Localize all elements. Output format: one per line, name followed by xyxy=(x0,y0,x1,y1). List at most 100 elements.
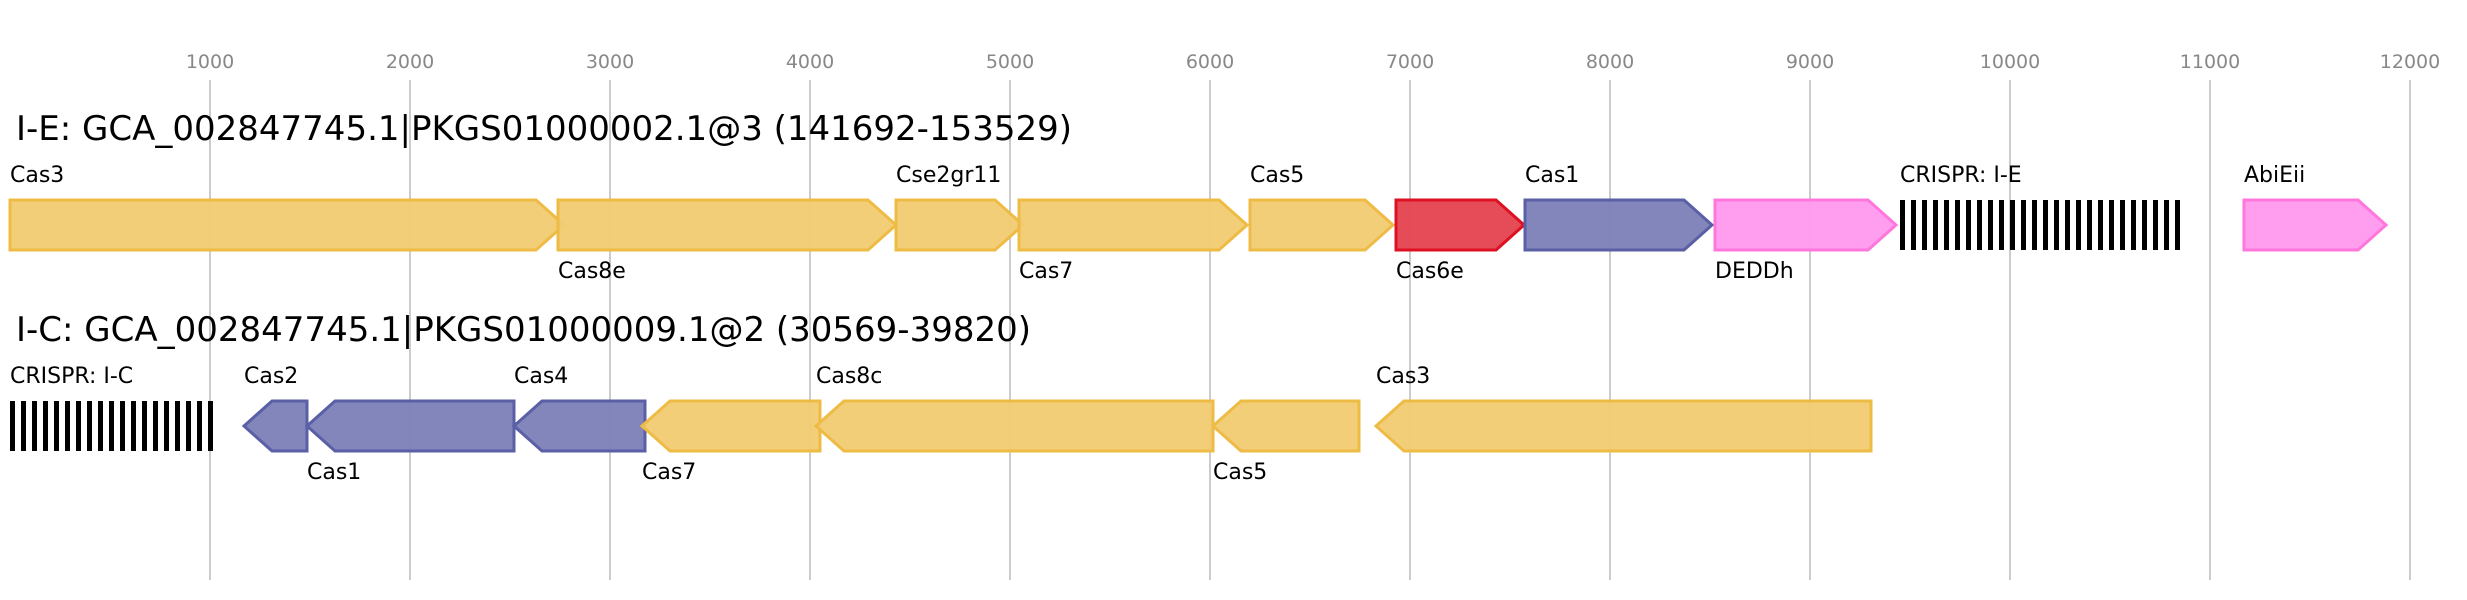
gene-label: Cas5 xyxy=(1213,460,1267,485)
crispr-repeat xyxy=(153,401,158,451)
crispr-repeat xyxy=(1922,200,1927,250)
crispr-repeat xyxy=(65,401,70,451)
crispr-repeat xyxy=(1977,200,1982,250)
gene-label: Cas3 xyxy=(10,163,64,188)
tick-label: 6000 xyxy=(1186,51,1234,73)
gene-label: Cas1 xyxy=(307,460,361,485)
gene-cas7[interactable]: Cas7 xyxy=(639,399,822,485)
gene-arrow[interactable] xyxy=(813,399,1215,453)
axis-grid: 1000 2000 3000 4000 5000 6000 7000 8000 9000 1000… xyxy=(186,51,2440,580)
crispr-repeat xyxy=(2065,200,2070,250)
crispr-repeat xyxy=(164,401,169,451)
gene-arrow[interactable] xyxy=(241,399,309,453)
crispr-repeat xyxy=(1988,200,1993,250)
gene-cas5[interactable]: Cas5 xyxy=(1210,399,1361,485)
gene-cas1[interactable]: Cas1 xyxy=(304,399,516,485)
tick-label: 11000 xyxy=(2180,51,2240,73)
gene-arrow[interactable] xyxy=(8,198,567,252)
gene-label: Cas1 xyxy=(1525,163,1579,188)
gene-abieii[interactable]: AbiEii xyxy=(2242,163,2389,252)
gene-arrow[interactable] xyxy=(639,399,822,453)
crispr-repeat xyxy=(1900,200,1905,250)
gene-label: Cas7 xyxy=(1019,259,1073,284)
locus-title-2: I-C: GCA_002847745.1|PKGS01000009.1@2 (3… xyxy=(16,310,1031,350)
crispr-repeat xyxy=(2054,200,2059,250)
gene-cas2[interactable]: Cas2 xyxy=(241,364,309,453)
crispr-repeat xyxy=(2175,200,2180,250)
gene-cas5[interactable]: Cas5 xyxy=(1248,163,1396,252)
crispr-repeat xyxy=(208,401,213,451)
tick-label: 3000 xyxy=(586,51,634,73)
crispr-repeat xyxy=(54,401,59,451)
gene-arrow[interactable] xyxy=(1248,198,1396,252)
tick-label: 1000 xyxy=(186,51,234,73)
crispr-repeat xyxy=(2142,200,2147,250)
crispr-repeat xyxy=(1911,200,1916,250)
crispr-repeat xyxy=(2087,200,2092,250)
gene-cas4[interactable]: Cas4 xyxy=(511,364,647,453)
gene-arrow[interactable] xyxy=(1373,399,1873,453)
gene-label: Cas4 xyxy=(514,364,568,389)
gene-arrow[interactable] xyxy=(1017,198,1250,252)
crispr-repeat xyxy=(2032,200,2037,250)
tick-label: 2000 xyxy=(386,51,434,73)
crispr-repeat xyxy=(1966,200,1971,250)
tick-label: 7000 xyxy=(1386,51,1434,73)
gene-arrow[interactable] xyxy=(894,198,1026,252)
crispr-repeat xyxy=(109,401,114,451)
gene-arrow[interactable] xyxy=(556,198,899,252)
tick-label: 10000 xyxy=(1980,51,2040,73)
gene-arrow[interactable] xyxy=(304,399,516,453)
crispr-repeat xyxy=(120,401,125,451)
gene-cas8e[interactable]: Cas8e xyxy=(556,198,899,284)
gene-cse2gr11[interactable]: Cse2gr11 xyxy=(894,163,1026,252)
gene-cas3[interactable]: Cas3 xyxy=(8,163,567,252)
gene-crispr-i-c[interactable]: CRISPR: I-C xyxy=(10,364,213,451)
tick-label: 4000 xyxy=(786,51,834,73)
crispr-repeat xyxy=(76,401,81,451)
tick-label: 9000 xyxy=(1786,51,1834,73)
crispr-repeat xyxy=(98,401,103,451)
crispr-repeat xyxy=(131,401,136,451)
crispr-repeat xyxy=(2109,200,2114,250)
gene-arrow[interactable] xyxy=(2242,198,2389,252)
crispr-repeat xyxy=(43,401,48,451)
gene-deddh[interactable]: DEDDh xyxy=(1713,198,1899,284)
crispr-repeat xyxy=(10,401,15,451)
gene-arrow[interactable] xyxy=(1523,198,1715,252)
crispr-repeat xyxy=(21,401,26,451)
gene-label: CRISPR: I-C xyxy=(10,364,133,389)
gene-arrow[interactable] xyxy=(1210,399,1361,453)
gene-arrow[interactable] xyxy=(1394,198,1527,252)
crispr-repeat xyxy=(2153,200,2158,250)
gene-cas3[interactable]: Cas3 xyxy=(1373,364,1873,453)
tick-label: 8000 xyxy=(1586,51,1634,73)
gene-label: DEDDh xyxy=(1715,259,1794,284)
gene-cas6e[interactable]: Cas6e xyxy=(1394,198,1527,284)
crispr-repeat xyxy=(1955,200,1960,250)
gene-label: Cas3 xyxy=(1376,364,1430,389)
gene-crispr-i-e[interactable]: CRISPR: I-E xyxy=(1900,163,2180,250)
crispr-repeat xyxy=(2098,200,2103,250)
crispr-repeat xyxy=(2010,200,2015,250)
gene-arrow[interactable] xyxy=(1713,198,1899,252)
crispr-repeat xyxy=(1933,200,1938,250)
gene-label: Cas7 xyxy=(642,460,696,485)
crispr-repeat xyxy=(2120,200,2125,250)
tick-label: 5000 xyxy=(986,51,1034,73)
crispr-repeat xyxy=(197,401,202,451)
gene-label: Cse2gr11 xyxy=(896,163,1001,188)
crispr-repeat xyxy=(2043,200,2048,250)
crispr-repeat xyxy=(2076,200,2081,250)
gene-cas7[interactable]: Cas7 xyxy=(1017,198,1250,284)
gene-label: AbiEii xyxy=(2244,163,2305,188)
gene-label: Cas8e xyxy=(558,259,626,284)
crispr-repeat xyxy=(142,401,147,451)
gene-arrow[interactable] xyxy=(511,399,647,453)
crispr-repeat xyxy=(87,401,92,451)
gene-cas1[interactable]: Cas1 xyxy=(1523,163,1715,252)
gene-cas8c[interactable]: Cas8c xyxy=(813,364,1215,453)
